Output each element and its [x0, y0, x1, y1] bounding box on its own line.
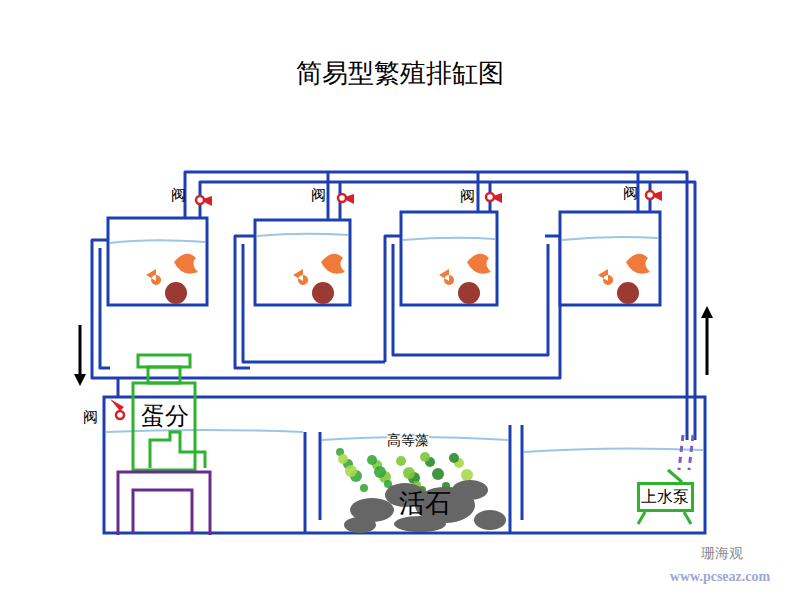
tanks — [108, 212, 660, 305]
valve-label: 阀 — [171, 187, 186, 204]
algae-label: 高等藻 — [387, 432, 429, 448]
pipes — [92, 172, 695, 440]
live-rock — [344, 480, 506, 533]
small-fish — [293, 269, 308, 285]
valve-label: 阀 — [460, 188, 475, 205]
large-fish — [174, 254, 198, 274]
watermark-url: www.pcseaz.com — [670, 569, 770, 585]
valve-label: 阀 — [311, 187, 326, 204]
egg-ball — [617, 282, 639, 304]
egg-ball — [165, 282, 187, 304]
large-fish — [467, 254, 491, 274]
valve-symbol — [110, 399, 124, 419]
valve-symbol — [646, 191, 662, 201]
watermark: 珊海观 — [701, 545, 743, 561]
pump-box: 上水泵 — [637, 482, 694, 512]
skimmer-stand — [118, 472, 210, 535]
small-fish — [146, 269, 161, 285]
flow-arrow — [706, 312, 709, 375]
protein-skimmer — [133, 355, 205, 470]
pump-feet — [638, 470, 691, 524]
skimmer-label-box: 蛋分 — [138, 402, 192, 432]
fish-and-eggs — [146, 254, 650, 304]
valves — [110, 191, 662, 419]
valve-symbol — [196, 196, 212, 206]
node-text: 蛋分 — [141, 403, 189, 431]
small-fish — [439, 269, 454, 285]
small-fish — [598, 269, 613, 285]
large-fish — [626, 254, 650, 274]
node-text: 上水泵 — [641, 488, 689, 506]
valve-symbol — [338, 194, 354, 204]
rock-label: 活石 — [399, 489, 451, 519]
egg-ball — [312, 282, 334, 304]
flow-arrow — [79, 325, 82, 380]
pump-intake — [679, 435, 693, 470]
large-fish — [321, 254, 345, 274]
diagram-title: 简易型繁殖排缸图 — [296, 59, 504, 89]
valve-label: 阀 — [83, 409, 98, 426]
valve-label: 阀 — [623, 185, 638, 202]
egg-ball — [458, 282, 480, 304]
valve-symbol — [486, 193, 502, 203]
